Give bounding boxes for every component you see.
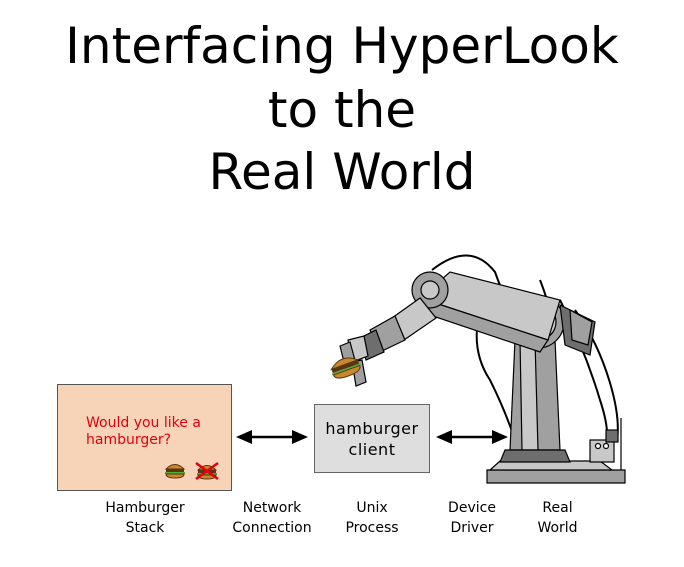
- network-arrow: [236, 430, 308, 444]
- no-hamburger-icon[interactable]: [194, 461, 220, 481]
- title-line-3: Real World: [208, 143, 476, 201]
- hamburger-client-box: hamburger client: [314, 404, 430, 473]
- hamburger-icon[interactable]: [164, 461, 186, 479]
- held-hamburger-icon: [330, 357, 361, 379]
- title-line-1: Interfacing HyperLook: [65, 17, 619, 75]
- client-label: hamburger client: [325, 418, 419, 459]
- title-line-2: to the: [267, 81, 417, 139]
- hamburger-stack-card: Would you like a hamburger?: [57, 384, 232, 491]
- stack-question: Would you like a hamburger?: [86, 415, 201, 448]
- device-arrow: [436, 430, 508, 444]
